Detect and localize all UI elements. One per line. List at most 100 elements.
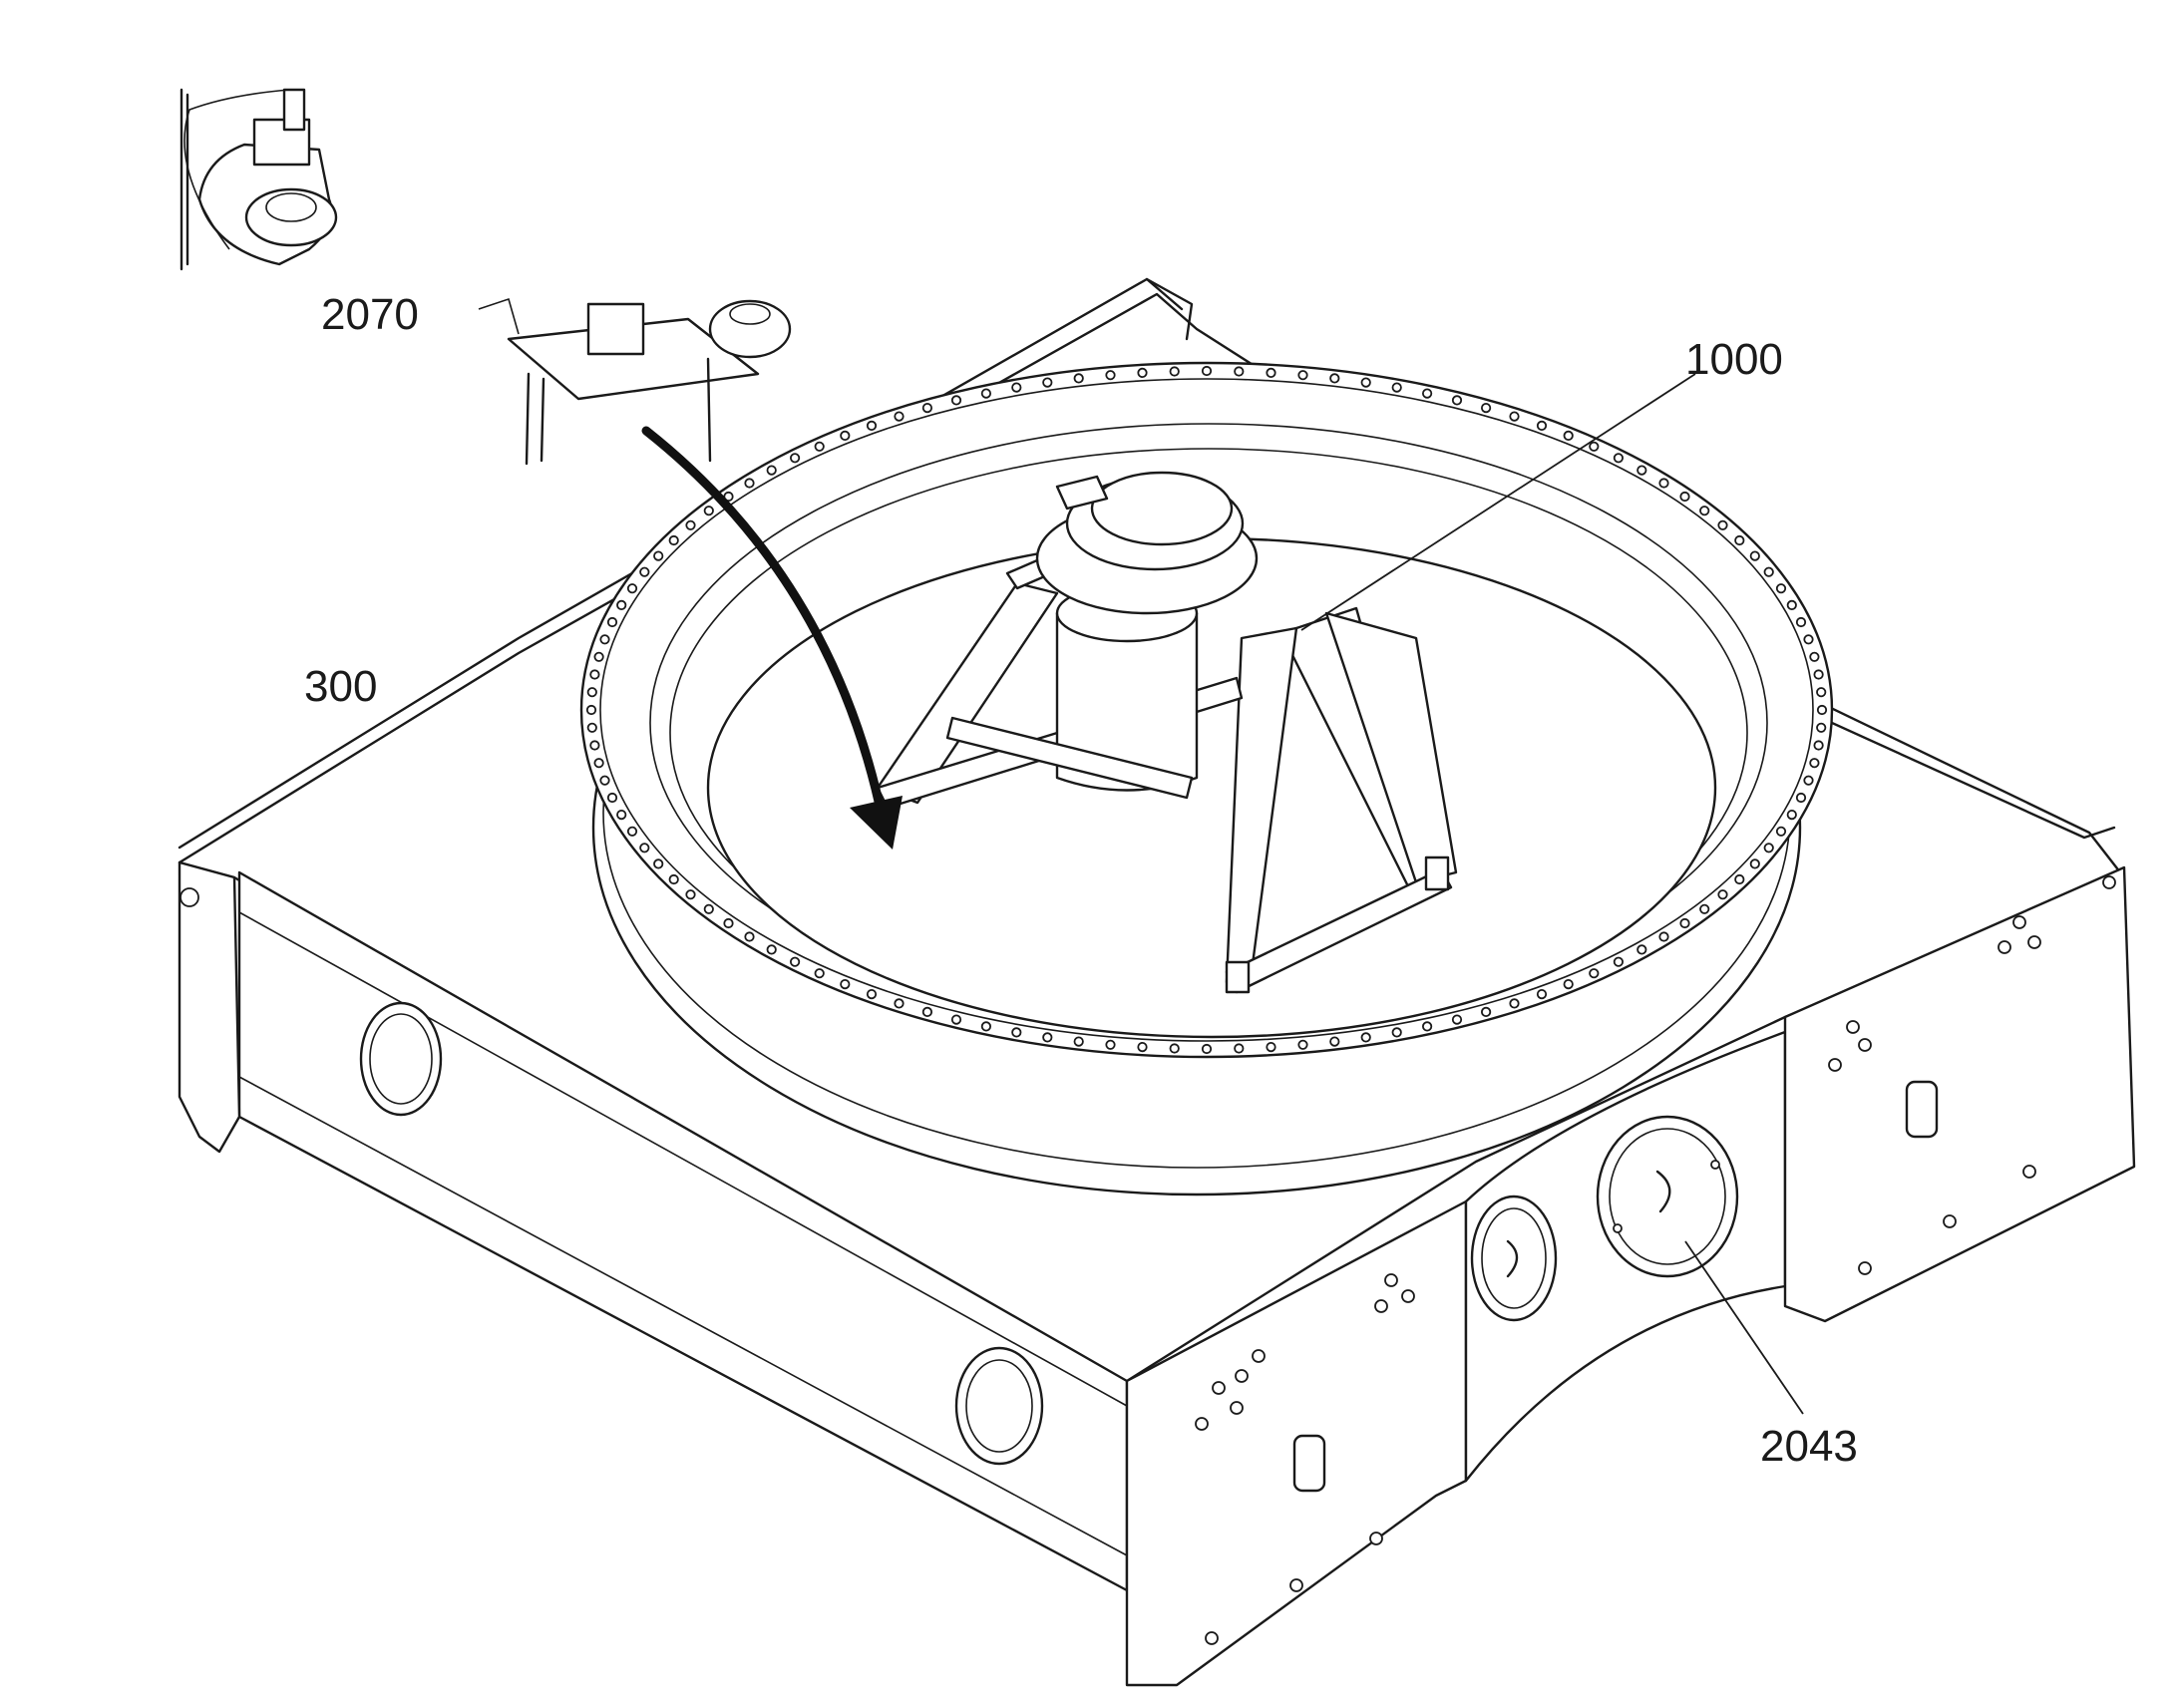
bolt-hole xyxy=(840,978,851,990)
bolt-hole xyxy=(1137,367,1148,378)
bolt-hole xyxy=(980,1021,992,1032)
bolt-hole xyxy=(1699,903,1710,914)
bolt-hole xyxy=(685,519,696,530)
bolt-hole xyxy=(1073,373,1084,384)
bolt-hole xyxy=(703,903,714,914)
bolt-hole xyxy=(1481,402,1492,414)
bolt-hole xyxy=(1266,367,1276,378)
bolt-hole xyxy=(1451,1014,1463,1025)
bolt-hole xyxy=(616,599,627,611)
bolt-hole xyxy=(639,843,650,854)
bolt-hole xyxy=(866,420,878,431)
side-manhole-left xyxy=(359,1001,443,1117)
bolt-hole xyxy=(1042,377,1053,388)
detail-module-inset xyxy=(180,88,338,271)
bolt-hole xyxy=(1360,1032,1371,1043)
bolt-hole xyxy=(1786,809,1797,821)
frame-right-end-plate xyxy=(1783,865,2136,1323)
bolt-hole xyxy=(1803,634,1814,645)
bolt-hole xyxy=(1763,566,1774,577)
bolt-hole xyxy=(1749,858,1760,869)
bolt-hole xyxy=(599,775,610,786)
bolt-hole xyxy=(1795,792,1807,804)
bolt-hole xyxy=(1011,1027,1022,1038)
bolt-hole xyxy=(1536,420,1548,431)
saddle-access-cover-small xyxy=(1470,1195,1558,1322)
bolt-hole xyxy=(1169,366,1180,377)
bolt-hole xyxy=(980,388,992,399)
bolt-hole xyxy=(921,1006,933,1018)
bolt-hole xyxy=(1042,1032,1053,1043)
bolt-hole xyxy=(866,988,878,1000)
bolt-hole xyxy=(1775,583,1787,594)
frame-left-end xyxy=(178,860,241,1154)
bolt-hole xyxy=(1816,687,1827,698)
bolt-hole xyxy=(1679,491,1690,503)
bolt-hole xyxy=(950,1014,962,1025)
bolt-hole xyxy=(1786,599,1797,611)
bolt-hole xyxy=(593,758,604,769)
bolt-hole xyxy=(1775,826,1787,837)
bolt-hole xyxy=(1613,453,1625,464)
bolt-hole xyxy=(606,616,618,628)
bolt-hole xyxy=(1658,931,1669,942)
bolt-hole xyxy=(1329,1036,1340,1047)
leader-1000 xyxy=(1300,373,1696,631)
front-plate-holes xyxy=(1195,1273,1415,1645)
access-cover-2043 xyxy=(1596,1115,1739,1278)
bolt-hole xyxy=(1481,1006,1492,1018)
bolt-hole xyxy=(766,465,777,476)
bolt-hole xyxy=(1589,968,1600,979)
bolt-hole xyxy=(1201,1043,1213,1055)
bolt-hole xyxy=(1636,944,1647,955)
bolt-hole xyxy=(653,550,664,561)
bolt-hole xyxy=(589,740,600,751)
bolt-hole xyxy=(723,917,734,929)
bolt-hole xyxy=(668,873,679,885)
bolt-hole xyxy=(685,889,696,900)
bolt-hole xyxy=(1679,917,1690,929)
bolt-hole xyxy=(599,634,610,645)
bolt-hole xyxy=(1813,669,1824,680)
label-1000: 1000 xyxy=(1685,335,1783,384)
bolt-hole xyxy=(1297,370,1308,381)
bolt-hole xyxy=(894,411,905,422)
bolt-hole xyxy=(789,956,801,967)
bolt-hole xyxy=(1360,377,1371,388)
bolt-hole xyxy=(894,998,905,1009)
bolt-hole xyxy=(1613,956,1625,967)
bolt-hole xyxy=(1234,1043,1245,1054)
bolt-hole xyxy=(1234,366,1245,377)
bolt-circle-holes xyxy=(585,365,1828,1055)
bolt-hole xyxy=(744,478,755,489)
bolt-hole xyxy=(589,669,600,680)
bolt-hole xyxy=(1536,988,1548,1000)
bolt-hole xyxy=(1563,978,1574,990)
bolt-hole xyxy=(1137,1042,1148,1053)
bolt-hole xyxy=(1636,465,1647,476)
bolt-hole xyxy=(593,651,604,662)
bolt-hole xyxy=(1451,395,1463,406)
bolt-hole xyxy=(586,722,597,733)
bolt-hole xyxy=(1763,843,1774,854)
bolt-hole xyxy=(1717,519,1728,530)
bolt-hole xyxy=(1749,550,1760,561)
bolt-hole xyxy=(1658,478,1669,489)
bolt-hole xyxy=(814,968,825,979)
bolt-hole xyxy=(626,826,638,837)
bolt-hole xyxy=(1509,998,1520,1009)
bolt-hole xyxy=(766,944,777,955)
bolt-hole xyxy=(585,704,597,716)
bolt-hole xyxy=(814,441,825,452)
bolt-hole xyxy=(653,858,664,869)
central-assembly xyxy=(876,471,1458,994)
bolt-hole xyxy=(1266,1042,1276,1053)
bolt-hole xyxy=(1201,365,1213,377)
bolt-hole xyxy=(1813,740,1824,751)
label-2043: 2043 xyxy=(1760,1422,1858,1471)
bolt-hole xyxy=(1816,704,1828,716)
insertion-arrow xyxy=(641,426,903,850)
bolt-hole xyxy=(1422,1021,1433,1032)
bolt-hole xyxy=(950,395,962,406)
